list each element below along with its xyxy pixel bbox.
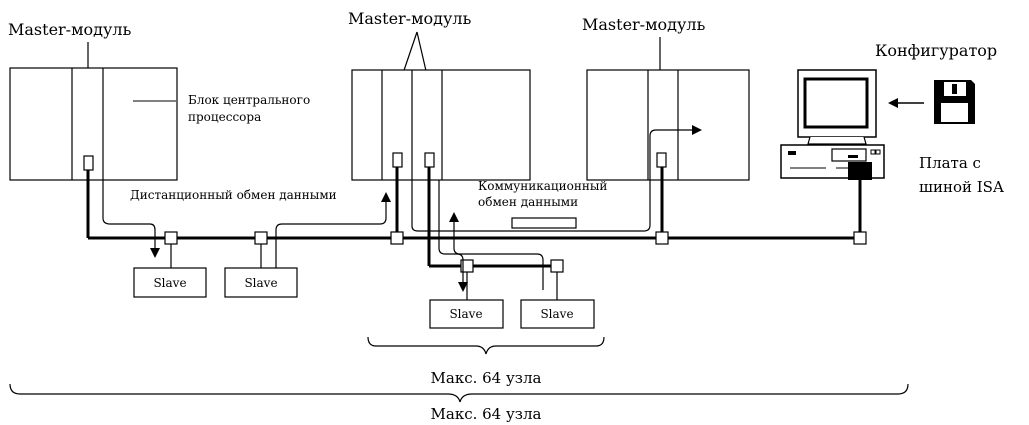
slave-label: Slave xyxy=(244,276,277,290)
isa-label-line2: шиной ISA xyxy=(919,178,1004,196)
master-module-right-label: Master-модуль xyxy=(582,15,706,34)
port-icon xyxy=(424,152,435,168)
master-module-left-label: Master-модуль xyxy=(8,20,132,39)
floppy-disk-icon xyxy=(934,80,975,124)
master-module-middle-label: Master-модуль xyxy=(348,9,472,28)
sub-exchange-arrow xyxy=(449,212,544,290)
computer-icon xyxy=(780,69,885,180)
bus-node xyxy=(655,231,669,245)
comm-exchange-label-line2: обмен данными xyxy=(478,195,578,209)
port-icon xyxy=(83,155,94,171)
bus-node xyxy=(853,231,867,245)
max-nodes-outer-label: Макс. 64 узла xyxy=(431,405,542,423)
cpu-block-label-line2: процессора xyxy=(188,110,261,124)
connector-icon xyxy=(511,217,577,229)
remote-exchange-arrow xyxy=(275,192,391,268)
bus-node xyxy=(550,259,564,273)
slave-box: Slave xyxy=(133,267,207,298)
bus-node xyxy=(254,231,268,245)
port-icon xyxy=(656,152,667,168)
slave-label: Slave xyxy=(540,307,573,321)
slave-box: Slave xyxy=(224,267,298,298)
port-icon xyxy=(392,152,403,168)
remote-exchange-label: Дистанционный обмен данными xyxy=(130,188,337,202)
slave-box: Slave xyxy=(429,299,504,329)
comm-exchange-label-line1: Коммуникационный xyxy=(478,179,607,193)
cpu-block-label-line1: Блок центрального xyxy=(188,93,310,107)
plc-rack-left xyxy=(9,67,178,181)
brace-outer xyxy=(9,383,909,403)
isa-label-line1: Плата с xyxy=(919,154,981,172)
bus-node xyxy=(164,231,178,245)
sub-exchange-arrow xyxy=(438,180,468,292)
remote-exchange-arrow xyxy=(102,180,160,258)
brace-inner xyxy=(367,336,605,355)
plc-rack-middle xyxy=(351,69,531,181)
configurator-label: Конфигуратор xyxy=(875,41,997,60)
bus-node xyxy=(390,231,404,245)
slave-box: Slave xyxy=(520,299,595,329)
plc-rack-right xyxy=(586,69,750,181)
comm-exchange-arrow xyxy=(411,125,702,232)
slave-label: Slave xyxy=(449,307,482,321)
slave-label: Slave xyxy=(153,276,186,290)
isa-card-icon xyxy=(848,162,872,180)
max-nodes-inner-label: Макс. 64 узла xyxy=(431,369,542,387)
